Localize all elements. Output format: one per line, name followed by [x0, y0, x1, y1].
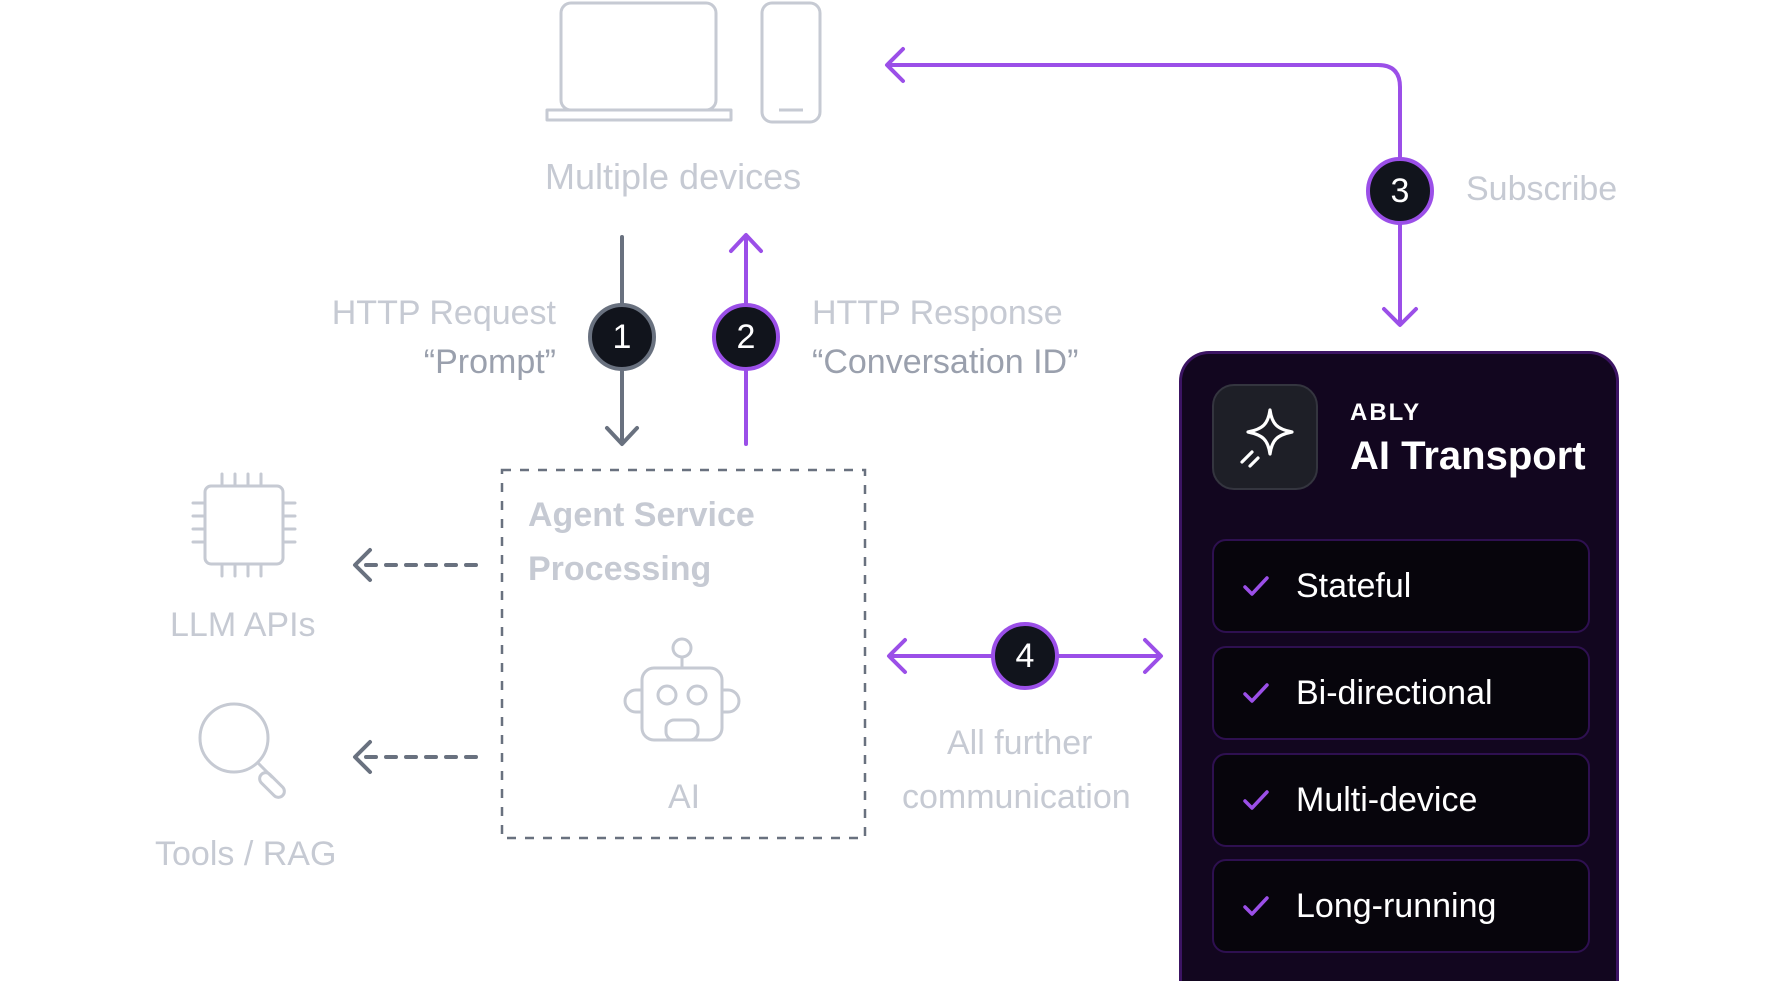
feature-multi-device: Multi-device [1212, 753, 1590, 847]
feature-long-running: Long-running [1212, 859, 1590, 953]
ai-label: AI [668, 778, 701, 816]
ably-logo [1212, 384, 1318, 490]
ably-ai-transport-panel: ABLY AI Transport Stateful Bi-directiona… [1179, 351, 1619, 981]
subscribe-arrow [885, 47, 1418, 327]
feature-label: Multi-device [1296, 780, 1478, 819]
magnifier-icon [198, 702, 286, 799]
step-1-badge: 1 [588, 303, 656, 371]
check-icon [1243, 790, 1269, 810]
http-response-label: HTTP Response [812, 294, 1063, 332]
robot-icon [623, 637, 741, 742]
feature-label: Long-running [1296, 886, 1497, 925]
phone-icon [760, 1, 822, 124]
check-icon [1243, 683, 1269, 703]
laptop-icon [545, 1, 733, 122]
conversation-id-label: “Conversation ID” [812, 343, 1079, 381]
feature-stateful: Stateful [1212, 539, 1590, 633]
check-icon [1243, 896, 1269, 916]
step-2-badge: 2 [712, 303, 780, 371]
agent-service-box [500, 468, 867, 840]
subscribe-label: Subscribe [1466, 170, 1618, 208]
step-3-badge: 3 [1366, 157, 1434, 225]
agent-service-title-2: Processing [528, 550, 712, 588]
http-request-label: HTTP Request [331, 294, 556, 332]
step-4-badge: 4 [991, 622, 1059, 690]
tools-call-arrow [353, 740, 478, 774]
further-communication-label-1: All further [947, 724, 1093, 762]
ably-brand: ABLY [1350, 399, 1422, 426]
chip-icon [191, 472, 297, 578]
tools-rag-label: Tools / RAG [155, 835, 337, 873]
further-communication-label-2: communication [902, 778, 1131, 816]
check-icon [1243, 576, 1269, 596]
devices-label: Multiple devices [545, 156, 802, 197]
agent-service-title-1: Agent Service [528, 496, 755, 534]
llm-apis-label: LLM APIs [170, 606, 316, 644]
feature-bi-directional: Bi-directional [1212, 646, 1590, 740]
prompt-label: “Prompt” [423, 343, 556, 381]
ably-product-name: AI Transport [1350, 434, 1586, 478]
feature-label: Stateful [1296, 566, 1412, 605]
llm-call-arrow [353, 548, 478, 582]
feature-label: Bi-directional [1296, 673, 1493, 712]
sparkle-icon [1240, 408, 1294, 468]
